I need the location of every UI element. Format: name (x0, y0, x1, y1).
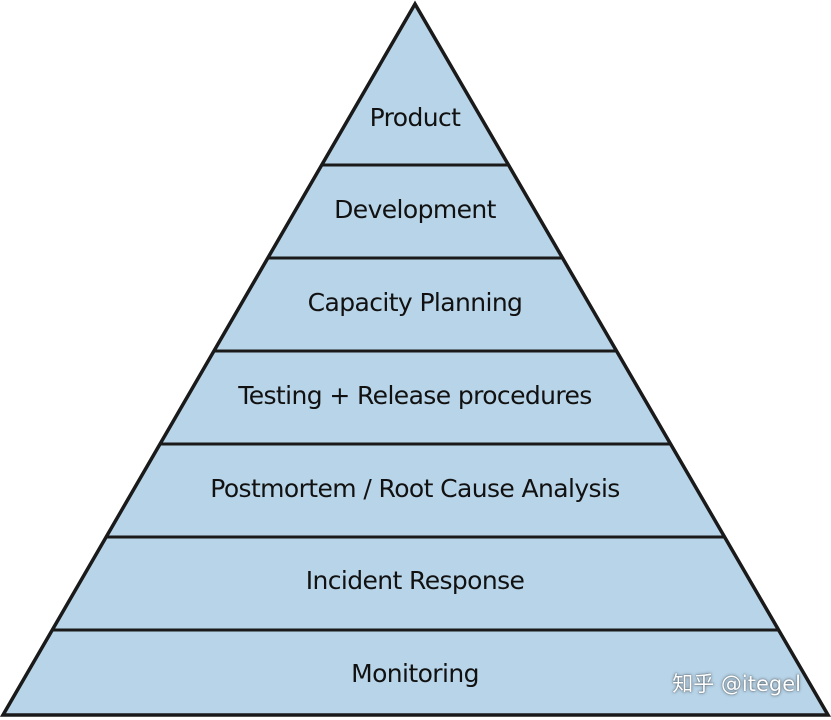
layer-label-development: Development (334, 195, 496, 224)
layer-label-postmortem: Postmortem / Root Cause Analysis (210, 474, 619, 503)
layer-label-capacity-planning: Capacity Planning (308, 288, 523, 317)
layer-label-product: Product (370, 103, 462, 132)
layer-label-monitoring: Monitoring (351, 659, 479, 688)
layer-label-incident-response: Incident Response (306, 566, 525, 595)
layer-dividers (52, 163, 779, 632)
watermark: 知乎 @itegel (672, 672, 801, 696)
layer-label-testing-release: Testing + Release procedures (237, 381, 591, 410)
